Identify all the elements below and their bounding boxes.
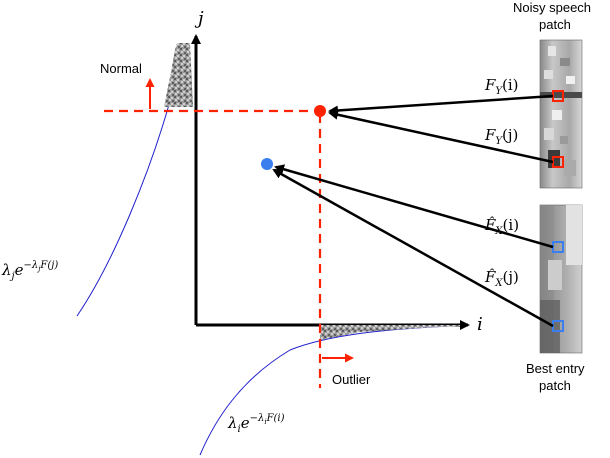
arrow-fx-j bbox=[272, 168, 554, 328]
formula-fy-i: FY(i) bbox=[484, 76, 519, 97]
best-patch-title-2: patch bbox=[539, 378, 571, 393]
noisy-speech-patch bbox=[539, 39, 583, 189]
best-patch-title-1: Best entry bbox=[526, 361, 585, 376]
noisy-patch-title-2: patch bbox=[539, 17, 571, 32]
noisy-point bbox=[314, 105, 326, 117]
density-tail-j bbox=[164, 43, 193, 107]
density-curve-j bbox=[76, 43, 182, 317]
formula-fx-i: F̂X(i) bbox=[484, 216, 519, 237]
density-tail-i bbox=[320, 325, 460, 340]
x-axis-label: i bbox=[477, 314, 483, 335]
arrow-fy-j bbox=[328, 109, 554, 164]
normal-label: Normal bbox=[100, 61, 142, 76]
density-curve-i bbox=[199, 325, 451, 456]
formula-fx-j: F̂X(j) bbox=[484, 268, 519, 289]
clean-point bbox=[261, 158, 273, 170]
density-formula-i: λie−λiF(i) bbox=[227, 413, 285, 435]
y-axis-label: j bbox=[194, 8, 204, 29]
density-formula-j: λje−λjF(j) bbox=[1, 260, 58, 282]
formula-fy-j: FY(j) bbox=[484, 126, 518, 147]
outlier-label: Outlier bbox=[332, 372, 371, 387]
best-entry-patch bbox=[539, 204, 583, 354]
arrow-fy-i bbox=[328, 94, 554, 116]
noisy-patch-title-1: Noisy speech bbox=[513, 0, 591, 15]
arrow-fx-i bbox=[274, 164, 554, 249]
